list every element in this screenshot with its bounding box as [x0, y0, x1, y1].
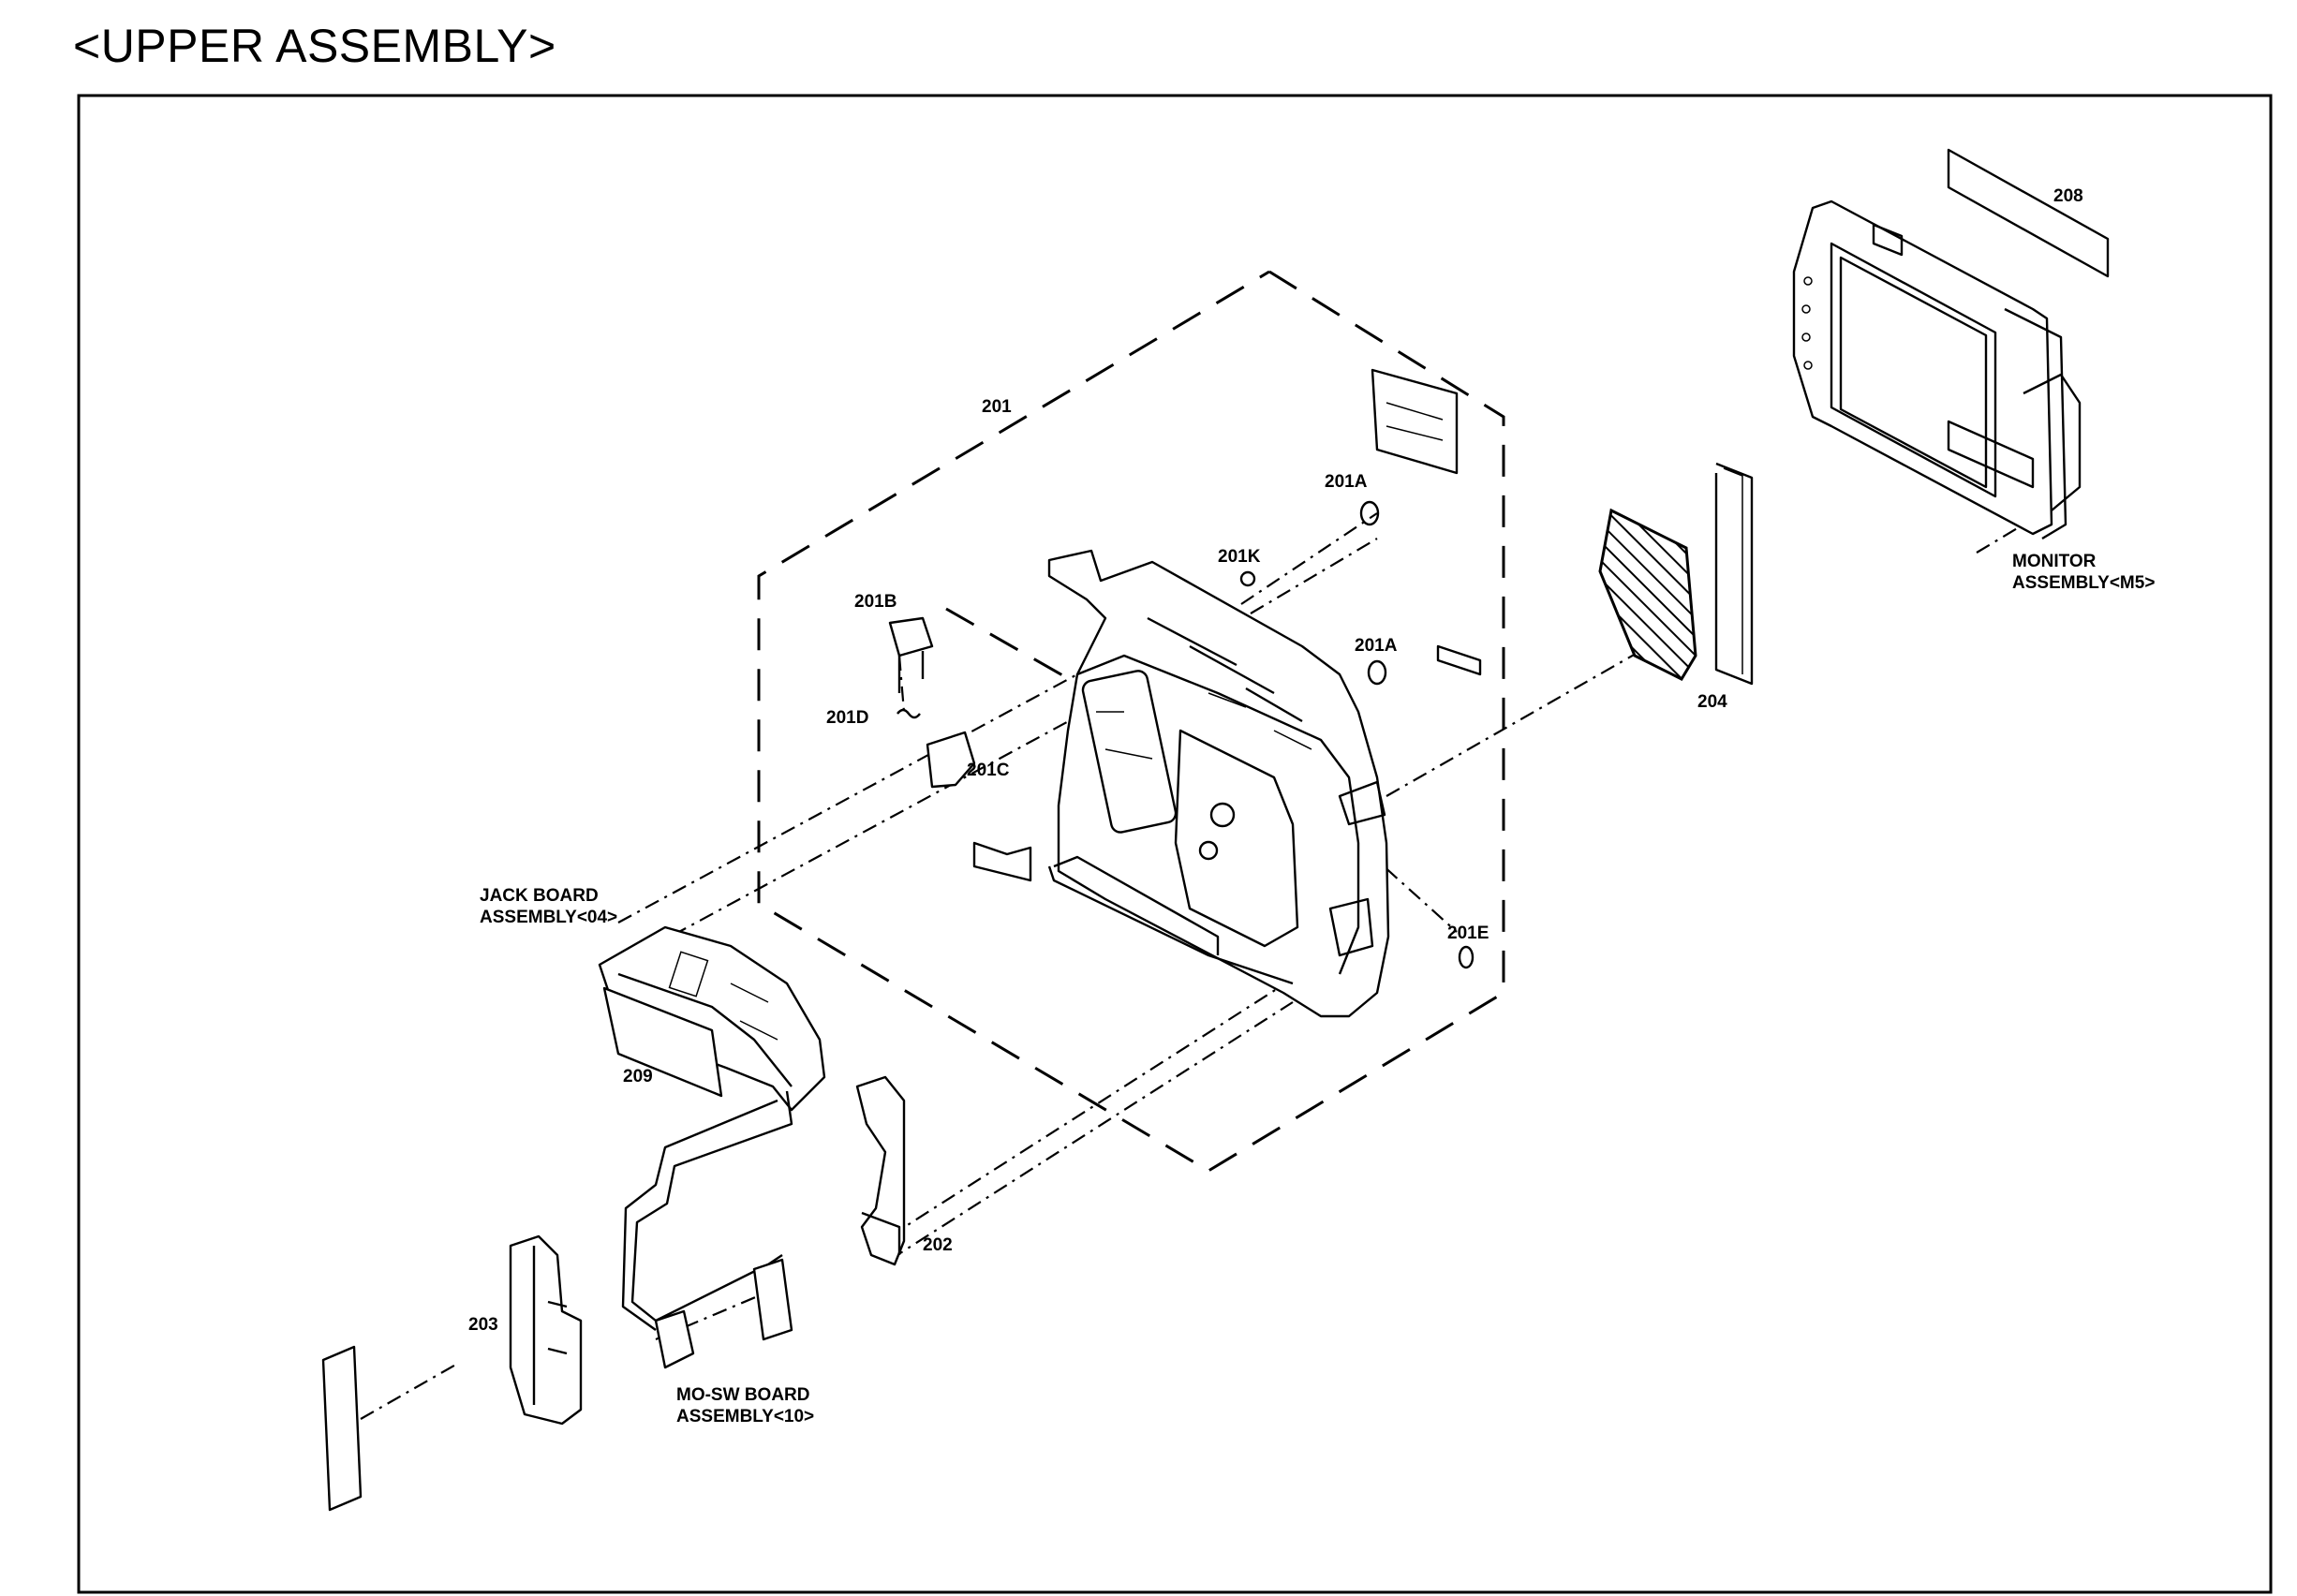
label-jack-2: ASSEMBLY<04> [480, 908, 617, 927]
part-201E-sheet [972, 841, 1475, 969]
jack-board-assembly [598, 925, 826, 1112]
monitor-assembly [1792, 200, 2082, 540]
diagram-frame [77, 94, 2273, 1594]
label-201B: 201B [854, 592, 897, 612]
label-201A-mid: 201A [1355, 636, 1398, 656]
label-201E: 201E [1447, 924, 1489, 943]
label-201D: 201D [826, 708, 868, 728]
label-203: 203 [468, 1315, 498, 1335]
part-208-sheet [1947, 148, 2110, 278]
label-jack-1: JACK BOARD [480, 886, 599, 906]
assembly-201-outline [757, 270, 1505, 1173]
label-mosw-1: MO-SW BOARD [676, 1385, 809, 1405]
label-mosw-2: ASSEMBLY<10> [676, 1407, 814, 1426]
part-201A-label [1359, 368, 1482, 686]
part-201K-screw [1239, 570, 1256, 587]
part-202-bracket [855, 1075, 906, 1266]
part-204-lcd-window [1598, 462, 1754, 686]
label-201A-top: 201A [1325, 472, 1368, 492]
label-204: 204 [1697, 692, 1727, 712]
part-201C-latch [926, 731, 976, 789]
label-201: 201 [982, 397, 1012, 417]
label-201C: 201C [967, 761, 1010, 780]
part-201B-bracket [888, 616, 934, 693]
page-title: <UPPER ASSEMBLY> [73, 20, 556, 72]
flex-cable [621, 1090, 793, 1331]
label-202: 202 [923, 1235, 953, 1255]
part-201D-spring [897, 708, 921, 719]
part-201-cabinet [1047, 549, 1390, 1018]
leader-lines [360, 512, 2024, 1420]
small-parts-outline [945, 607, 1078, 686]
label-208: 208 [2053, 186, 2083, 206]
mo-sw-board [654, 1258, 793, 1369]
label-monitor-2: ASSEMBLY<M5> [2012, 573, 2155, 593]
label-monitor-1: MONITOR [2012, 552, 2097, 571]
part-203-side-bracket [509, 1234, 583, 1426]
label-209: 209 [623, 1067, 653, 1086]
part-sheet-left [321, 1345, 363, 1512]
part-labels: 201 201A 201K 201A 201B 201D 201C 201E 2… [468, 186, 2155, 1426]
label-201K: 201K [1218, 547, 1261, 567]
